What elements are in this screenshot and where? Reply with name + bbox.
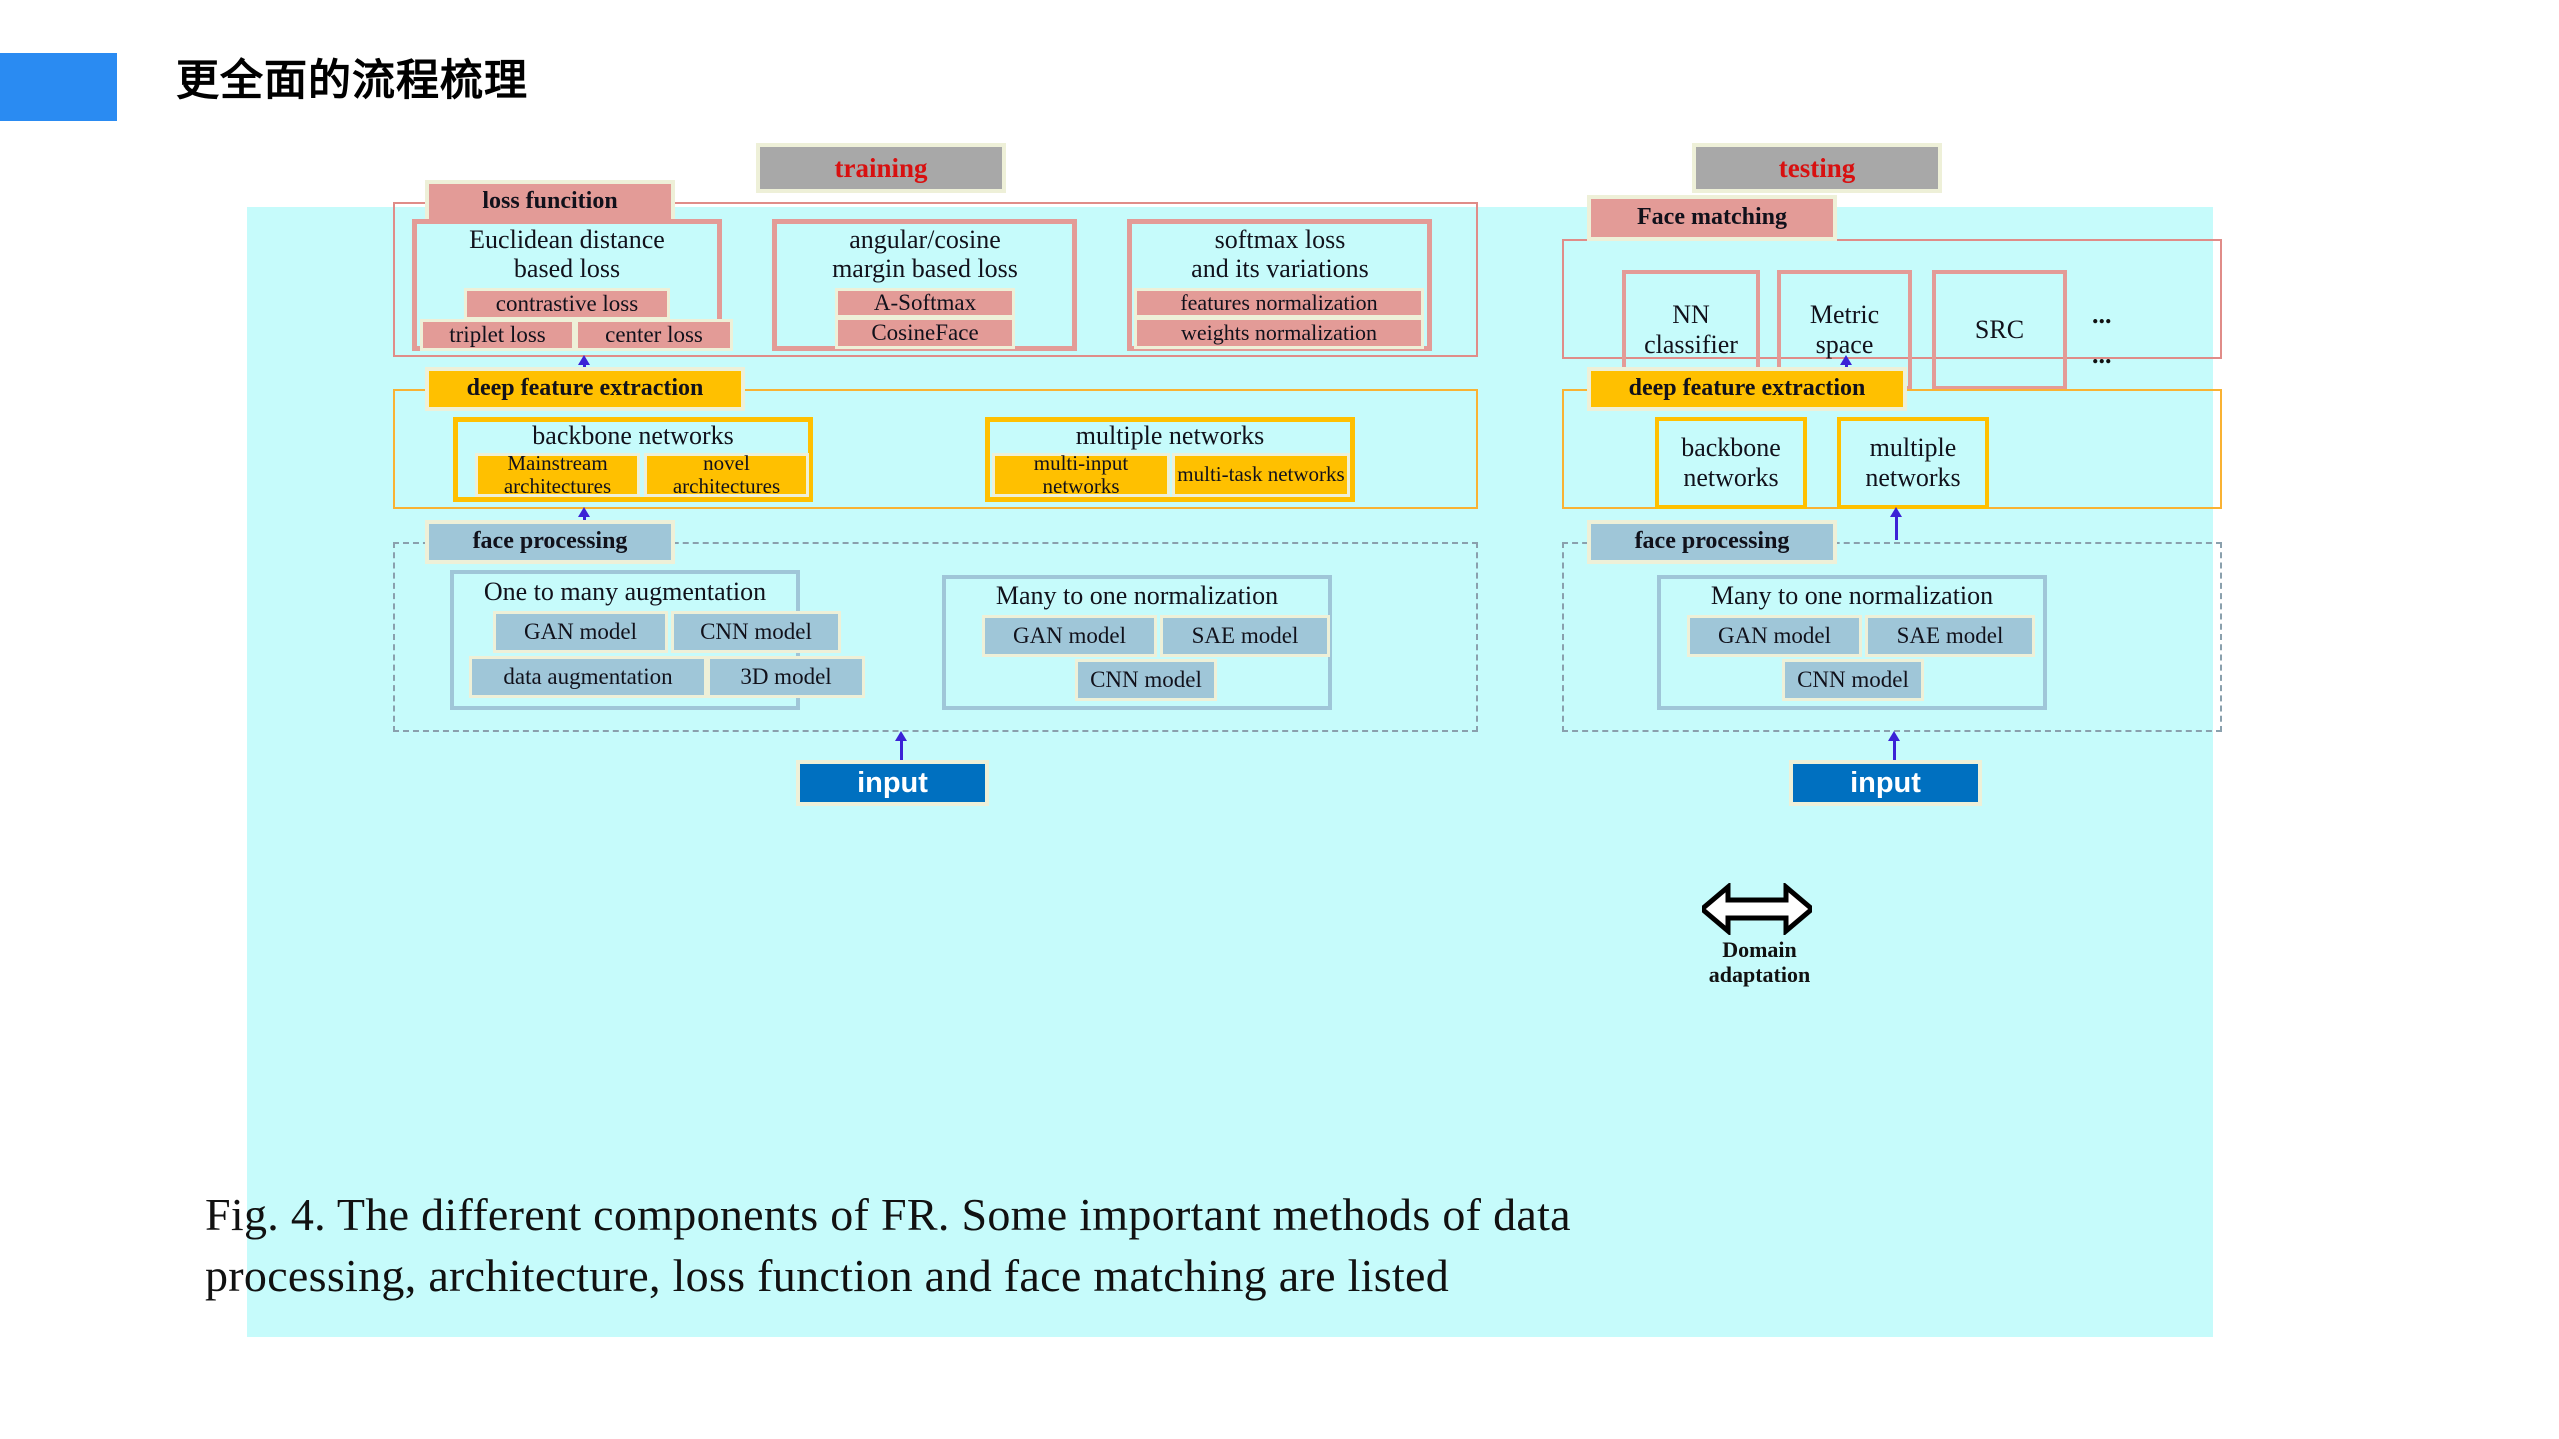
leaf-triplet-loss[interactable]: triplet loss [420, 319, 575, 351]
domain-label-line1: Domain [1722, 937, 1797, 962]
training-input-box[interactable]: input [796, 760, 989, 806]
angular-title-line2: margin based loss [832, 254, 1018, 284]
softmax-title-line1: softmax loss [1214, 225, 1346, 254]
many-to-one-normalization-test-title: Many to one normalization [1710, 581, 1994, 610]
loss-function-header: loss funcition [425, 180, 675, 224]
leaf-test-sae-model[interactable]: SAE model [1865, 615, 2035, 657]
box-backbone-networks[interactable]: backbone networks [1655, 417, 1807, 509]
leaf-a-softmax[interactable]: A-Softmax [835, 288, 1015, 318]
many-to-one-normalization-title: Many to one normalization [995, 581, 1279, 610]
title-accent-bar [0, 53, 117, 121]
leaf-multi-task-networks[interactable]: multi-task networks [1172, 453, 1350, 497]
leaf-norm-cnn-model[interactable]: CNN model [1075, 659, 1217, 701]
leaf-mainstream-architectures[interactable]: Mainstream architectures [475, 451, 640, 498]
leaf-aug-cnn-model[interactable]: CNN model [671, 611, 841, 653]
deep-feature-extraction-test-header: deep feature extraction [1587, 367, 1907, 411]
leaf-features-normalization[interactable]: features normalization [1134, 288, 1424, 318]
softmax-panel-title: softmax loss and its variations [1130, 225, 1430, 283]
arrow-up-testing-face-to-dfe [1887, 507, 1907, 540]
caption-line-1: Fig. 4. The different components of FR. … [205, 1189, 1571, 1240]
double-arrow-icon [1702, 883, 1812, 935]
euclidean-panel-title: Euclidean distance based loss [417, 225, 717, 283]
leaf-weights-normalization[interactable]: weights normalization [1134, 317, 1424, 349]
arrow-up-training-input-to-face [892, 731, 912, 764]
domain-adaptation-label: Domain adaptation [1687, 937, 1832, 988]
angular-panel-title: angular/cosine margin based loss [775, 225, 1075, 283]
caption-line-2: processing, architecture, loss function … [205, 1249, 1450, 1301]
leaf-center-loss[interactable]: center loss [575, 319, 733, 351]
leaf-norm-gan-model[interactable]: GAN model [982, 615, 1157, 657]
one-to-many-augmentation-title: One to many augmentation [483, 577, 767, 606]
ellipsis-top: ... [2092, 300, 2112, 329]
leaf-novel-architectures[interactable]: novel architectures [644, 451, 809, 498]
leaf-data-augmentation[interactable]: data augmentation [469, 656, 707, 698]
leaf-aug-gan-model[interactable]: GAN model [493, 611, 668, 653]
face-matching-header: Face matching [1587, 195, 1837, 241]
testing-header: testing [1692, 143, 1942, 193]
deep-feature-extraction-group [393, 389, 1478, 509]
page-title: 更全面的流程梳理 [176, 57, 528, 105]
backbone-networks-title: backbone networks [532, 421, 734, 450]
multiple-networks-title: multiple networks [1075, 421, 1265, 450]
leaf-norm-sae-model[interactable]: SAE model [1160, 615, 1330, 657]
face-matching-group [1562, 239, 2222, 359]
loss-function-group [393, 202, 1478, 357]
face-processing-test-header: face processing [1587, 520, 1837, 564]
box-metric-space[interactable]: Metric space [1777, 270, 1912, 390]
testing-input-box[interactable]: input [1789, 760, 1982, 806]
leaf-contrastive-loss[interactable]: contrastive loss [464, 288, 670, 320]
training-header: training [756, 143, 1006, 193]
box-src[interactable]: SRC [1932, 270, 2067, 390]
arrow-up-testing-input-to-face [1885, 731, 1905, 764]
face-processing-group [393, 542, 1478, 732]
euclidean-title-line1: Euclidean distance [469, 225, 665, 254]
angular-title-line1: angular/cosine [849, 225, 1001, 254]
leaf-multi-input-networks[interactable]: multi-input networks [992, 451, 1170, 498]
leaf-cosineface[interactable]: CosineFace [835, 317, 1015, 349]
box-multiple-networks[interactable]: multiple networks [1837, 417, 1989, 509]
domain-label-line2: adaptation [1708, 962, 1811, 988]
leaf-test-cnn-model[interactable]: CNN model [1782, 659, 1924, 701]
deep-feature-extraction-header: deep feature extraction [425, 367, 745, 411]
figure-canvas: training testing loss funcition Euclidea… [247, 143, 2222, 1337]
leaf-3d-model[interactable]: 3D model [707, 656, 865, 698]
figure-caption: Fig. 4. The different components of FR. … [205, 1185, 2405, 1306]
euclidean-title-line2: based loss [513, 254, 621, 284]
leaf-test-gan-model[interactable]: GAN model [1687, 615, 1862, 657]
softmax-title-line2: and its variations [1191, 254, 1369, 284]
face-processing-header: face processing [425, 520, 675, 564]
ellipsis-bottom: ... [2092, 340, 2112, 369]
